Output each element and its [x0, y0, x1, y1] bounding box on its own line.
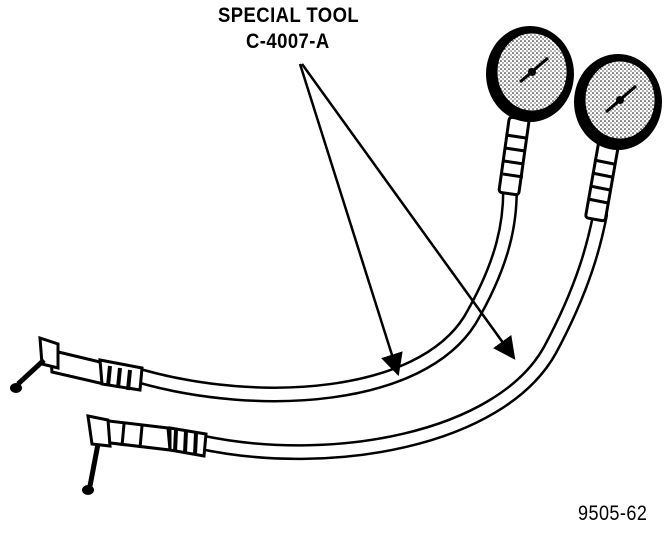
hose-2-coupler-fitting	[82, 414, 208, 495]
hose-assembly-1	[10, 26, 574, 403]
hose-1-coupler-fitting	[10, 335, 144, 393]
hose-1-gauge-fitting	[497, 115, 531, 197]
hose-2-gauge-fitting	[584, 139, 620, 223]
pressure-gauge-icon	[574, 54, 662, 150]
arrow-icon	[298, 63, 403, 377]
figure-number: 9505-62	[578, 502, 648, 525]
callout-part-number: C-4007-A	[246, 30, 330, 53]
arrow-icon	[300, 63, 516, 360]
hose-2-tube	[192, 207, 608, 461]
callout-title: SPECIAL TOOL	[218, 4, 360, 27]
hose-assembly-2	[82, 54, 662, 495]
hose-1-tube	[132, 182, 518, 403]
pressure-gauge-icon	[486, 26, 574, 122]
callout-leader-lines	[298, 63, 516, 377]
